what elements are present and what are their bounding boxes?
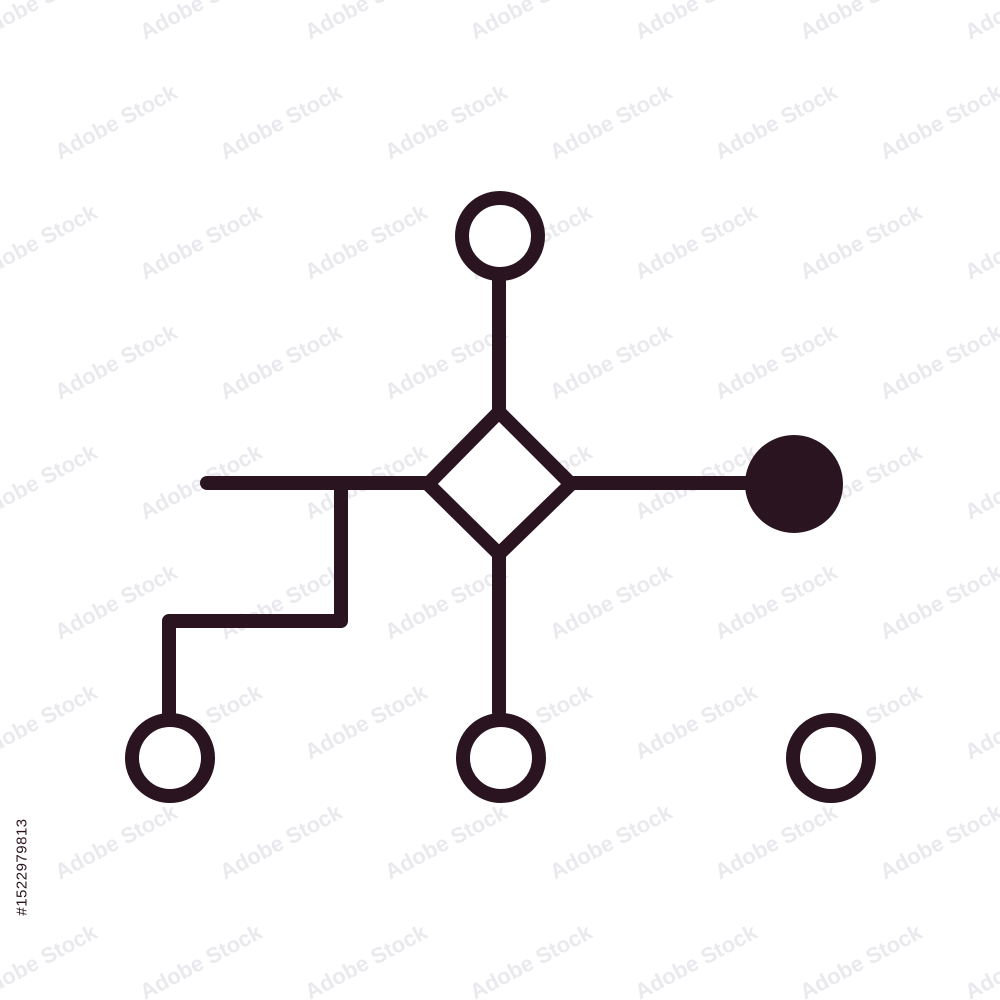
bottom-right-node-icon [786,713,876,803]
stock-id-label: #1522979813 [13,818,31,916]
bottom-left-node-icon [125,713,215,803]
top-node-icon [455,191,545,281]
stepped-connector-line [162,476,348,723]
hub-diamond-icon [421,405,578,561]
bottom-center-node-icon [456,713,546,803]
right-node-icon [745,435,843,533]
